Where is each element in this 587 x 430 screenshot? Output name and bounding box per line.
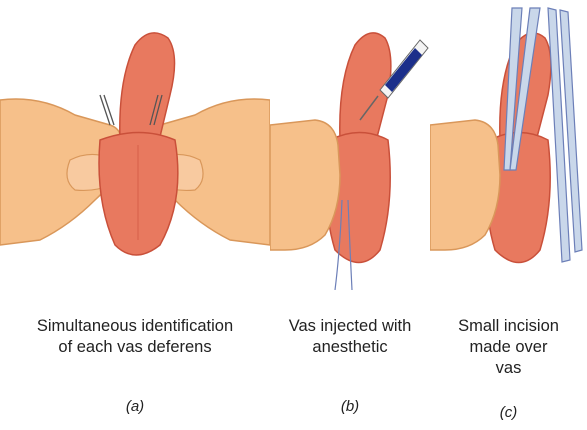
panel-a-illustration	[0, 0, 270, 290]
caption-b: Vas injected with anesthetic	[270, 316, 430, 358]
panel-b-illustration	[270, 0, 430, 290]
panel-c-illustration	[430, 0, 587, 290]
panel-b-svg	[270, 0, 430, 290]
label-c: (c)	[430, 404, 587, 421]
caption-a: Simultaneous identification of each vas …	[0, 316, 270, 358]
panel-c-svg	[430, 0, 587, 290]
label-a: (a)	[0, 398, 270, 415]
caption-c: Small incision made over vas	[430, 316, 587, 379]
label-b: (b)	[270, 398, 430, 415]
panel-a-svg	[0, 0, 270, 290]
